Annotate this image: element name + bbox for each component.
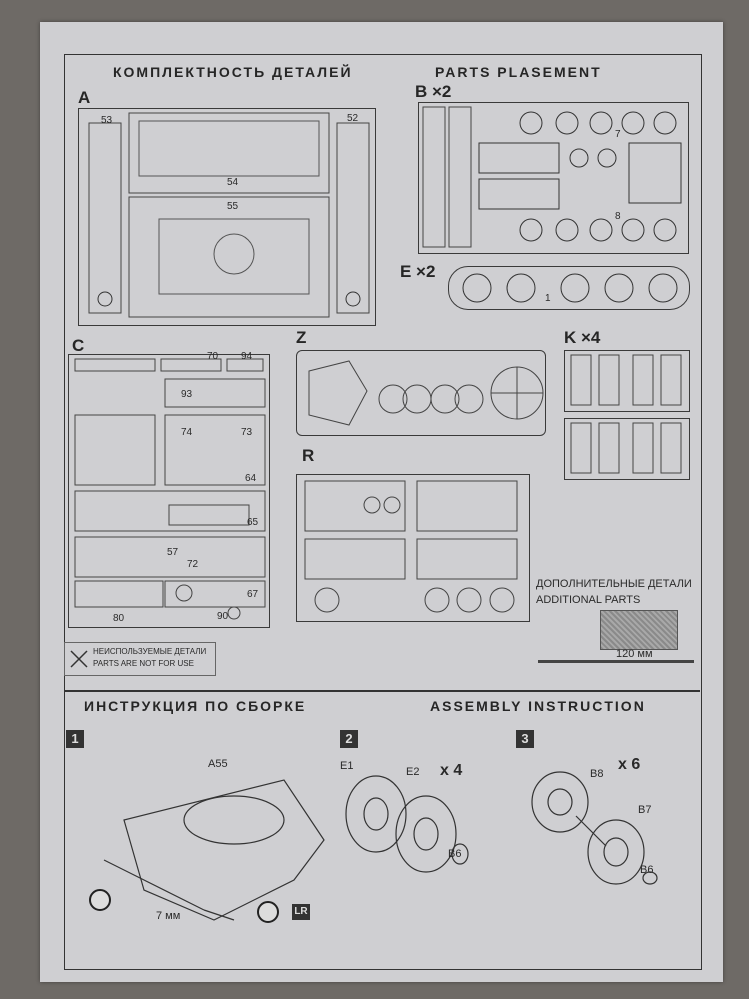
sprue-k-2: [564, 418, 690, 480]
part-e1: 1: [545, 293, 551, 304]
sprue-b-label: B ×2: [415, 82, 452, 101]
page-frame: [64, 54, 702, 970]
additional-en: ADDITIONAL PARTS: [536, 594, 641, 606]
sprue-e-drawing: [462, 273, 678, 303]
unused-parts-legend: НЕИСПОЛЬЗУЕМЫЕ ДЕТАЛИ PARTS ARE NOT FOR …: [64, 642, 216, 676]
parts-title-en: PARTS PLASEMENT: [435, 64, 602, 80]
sprue-k-2-drawing: [570, 422, 682, 474]
part-b7: 7: [615, 129, 621, 140]
step-2-part-e2: E2: [406, 766, 420, 778]
step-2-drawing: [345, 775, 469, 873]
part-b8: 8: [615, 211, 621, 222]
step-1-drawing: [89, 779, 325, 923]
sprue-e: 1: [448, 266, 690, 310]
assembly-title-ru: ИНСТРУКЦИЯ ПО СБОРКЕ: [84, 698, 307, 714]
lr-badge: LR: [292, 904, 310, 920]
part-80: 80: [113, 613, 125, 624]
sprue-k-1: [564, 350, 690, 412]
part-53: 53: [101, 115, 113, 126]
sprue-a-drawing: [88, 112, 370, 318]
step-2-part-e1: E1: [340, 760, 354, 772]
sprue-r: [296, 474, 530, 622]
sprue-e-label: E ×2: [400, 262, 436, 281]
cross-icon: [70, 650, 88, 668]
assembly-title-en: ASSEMBLY INSTRUCTION: [430, 698, 646, 714]
step-2-number: 2: [340, 730, 358, 748]
part-54: 54: [227, 177, 239, 188]
part-64: 64: [245, 473, 257, 484]
sprue-z: [296, 350, 546, 436]
wire-length: 120 мм: [616, 648, 653, 660]
part-65: 65: [247, 517, 259, 528]
step-2-multiplier: x 4: [440, 762, 463, 779]
step-3-multiplier: x 6: [618, 756, 641, 773]
mesh-part-icon: [600, 610, 678, 650]
wire-part: [538, 660, 694, 663]
step-1-dimension: 7 мм: [156, 910, 181, 922]
sprue-c: 70 94 93 74 73 64 65 57 72 67 90 80: [68, 351, 270, 628]
sprue-a-label: A: [78, 88, 91, 107]
sprue-c-drawing: [74, 358, 266, 620]
sprue-r-label: R: [302, 446, 315, 465]
legend-ru: НЕИСПОЛЬЗУЕМЫЕ ДЕТАЛИ: [93, 647, 207, 656]
step-3-part-b7: B7: [638, 804, 652, 816]
part-70: 70: [207, 351, 219, 362]
step-3-part-b8: B8: [590, 768, 604, 780]
instruction-sheet: КОМПЛЕКТНОСТЬ ДЕТАЛЕЙ PARTS PLASEMENT A …: [40, 22, 723, 982]
step-3-part-b6: B6: [640, 864, 654, 876]
additional-ru: ДОПОЛНИТЕЛЬНЫЕ ДЕТАЛИ: [536, 578, 692, 590]
step-3-drawing: [531, 771, 658, 885]
sprue-b: 7 8: [418, 102, 689, 254]
part-90: 90: [217, 611, 229, 622]
part-72: 72: [187, 559, 199, 570]
step-1-number: 1: [66, 730, 84, 748]
parts-title-ru: КОМПЛЕКТНОСТЬ ДЕТАЛЕЙ: [113, 64, 353, 80]
part-94: 94: [241, 351, 253, 362]
part-93: 93: [181, 389, 193, 400]
sprue-r-drawing: [304, 480, 518, 613]
sprue-k-label: K ×4: [564, 328, 601, 347]
part-73: 73: [241, 427, 253, 438]
part-57: 57: [167, 547, 179, 558]
step-3-number: 3: [516, 730, 534, 748]
step-2-part-b6: B6: [448, 848, 462, 860]
section-divider: [64, 690, 700, 692]
sprue-z-label: Z: [296, 328, 307, 347]
sprue-z-drawing: [308, 360, 544, 426]
part-55: 55: [227, 201, 239, 212]
part-67: 67: [247, 589, 259, 600]
part-52: 52: [347, 113, 359, 124]
sprue-k-1-drawing: [570, 354, 682, 406]
sprue-b-drawing: [422, 106, 682, 248]
step-1-callout: A55: [208, 758, 228, 770]
part-74: 74: [181, 427, 193, 438]
sprue-c-label: C: [72, 336, 85, 355]
legend-en: PARTS ARE NOT FOR USE: [93, 659, 194, 668]
sprue-a: 53 52 54 55: [78, 108, 376, 326]
